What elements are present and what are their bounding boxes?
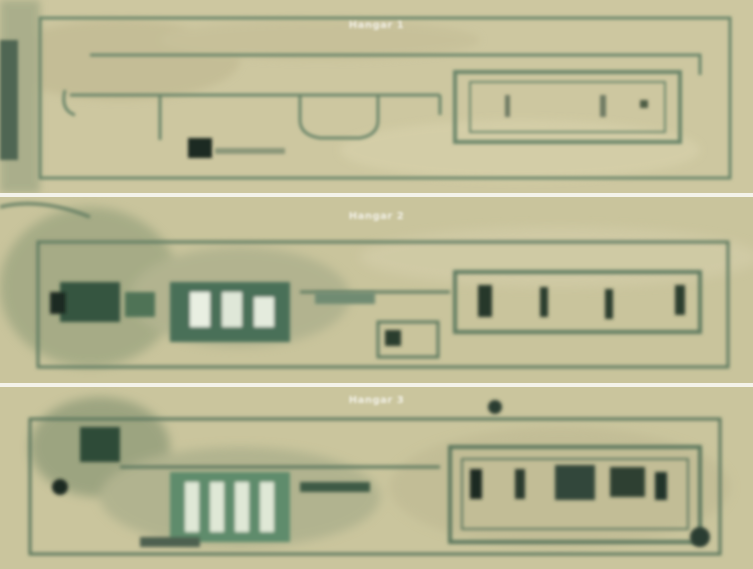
panel-bottom-imagery: [0, 387, 753, 569]
panel-label-middle: Hangar 2: [348, 211, 405, 222]
satellite-panel-bottom: Hangar 3: [0, 387, 753, 569]
panel-divider-1: [0, 193, 753, 197]
panel-top-imagery: [0, 0, 753, 193]
satellite-panel-middle: Hangar 2: [0, 197, 753, 383]
panel-divider-2: [0, 383, 753, 387]
panel-label-top: Hangar 1: [348, 20, 405, 31]
satellite-panel-top: Hangar 1: [0, 0, 753, 193]
panel-middle-imagery: [0, 197, 753, 383]
panel-label-bottom: Hangar 3: [348, 395, 405, 406]
